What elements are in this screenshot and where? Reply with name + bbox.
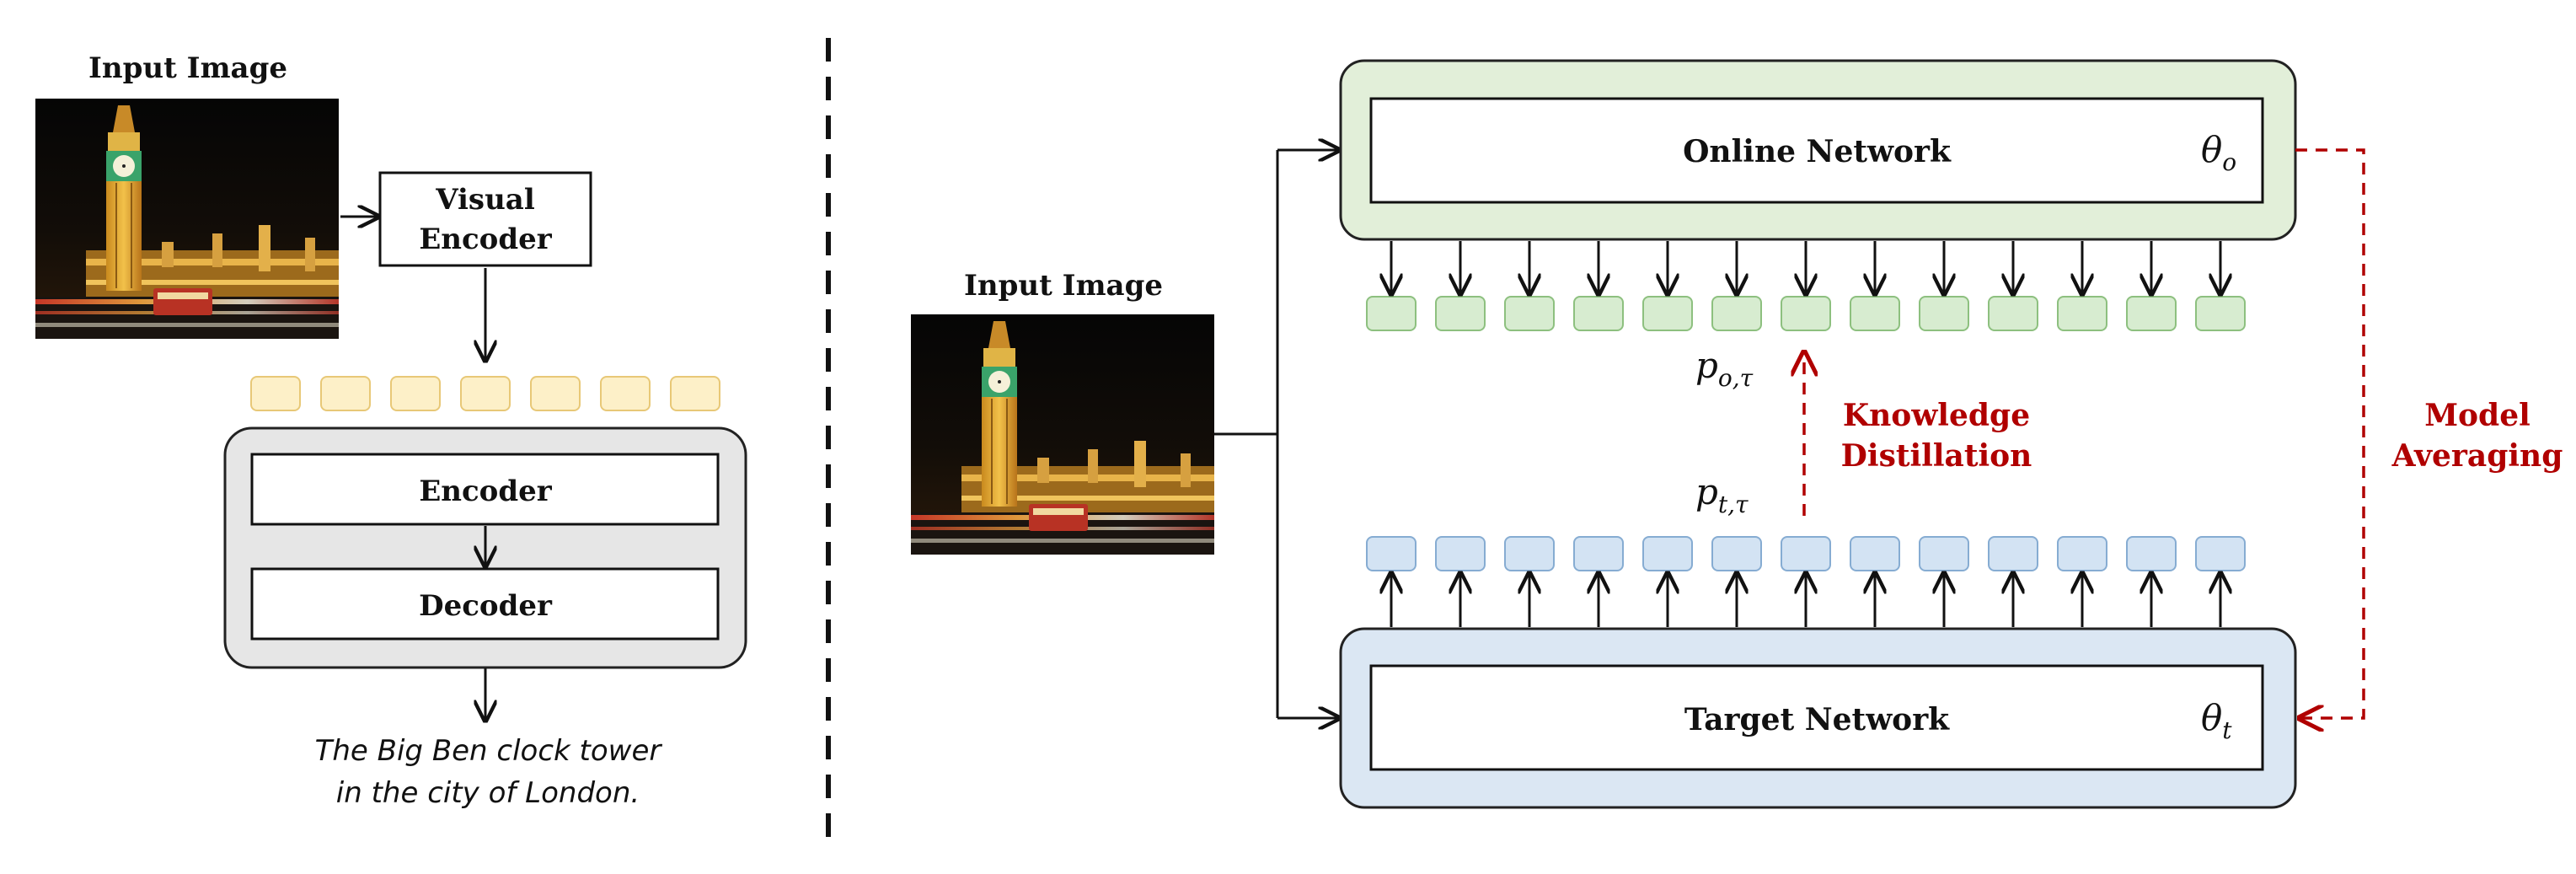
right-input-title: Input Image <box>964 269 1163 303</box>
online-param-sub: o <box>2222 148 2236 176</box>
target-output-token <box>1919 536 1969 571</box>
distillation-label-line2: Distillation <box>1841 438 2032 474</box>
target-output-label: pt,τ <box>1695 471 1749 518</box>
target-output-token <box>1573 536 1624 571</box>
target-output-token <box>2126 536 2177 571</box>
target-output-token <box>1366 536 1417 571</box>
visual-token <box>460 376 511 411</box>
model-averaging-arrow <box>2295 148 2365 718</box>
online-output-token <box>1919 296 1969 331</box>
online-output-token <box>2195 296 2246 331</box>
online-output-token <box>2057 296 2107 331</box>
target-output-arrows <box>1391 573 2220 627</box>
encoder-label: Encoder <box>419 475 552 508</box>
online-output-sub: o,τ <box>1718 364 1754 392</box>
online-output-token <box>1504 296 1555 331</box>
target-param-sub: t <box>2222 716 2232 744</box>
visual-token <box>320 376 371 411</box>
target-output-sub: t,τ <box>1718 491 1749 518</box>
online-output-token <box>1573 296 1624 331</box>
visual-token <box>530 376 581 411</box>
online-network-box <box>1369 97 2264 204</box>
target-output-token <box>1988 536 2038 571</box>
visual-encoder-label-line1: Visual <box>435 183 535 217</box>
target-output-token <box>1850 536 1900 571</box>
input-branch-connector <box>1214 150 1339 718</box>
visual-token <box>250 376 301 411</box>
online-output-arrows <box>1391 241 2220 294</box>
online-output-token <box>1850 296 1900 331</box>
decoder-box <box>250 567 720 641</box>
online-output-token <box>1781 296 1831 331</box>
encoder-decoder-container: Encoder Decoder <box>223 426 747 669</box>
target-output-token <box>2057 536 2107 571</box>
online-output-token <box>1435 296 1486 331</box>
online-network-label: Online Network <box>1683 134 1952 169</box>
encoder-box <box>250 453 720 526</box>
right-input-image <box>910 314 1215 555</box>
caption-line2: in the city of London. <box>336 776 640 810</box>
target-output-token-row <box>1366 536 2246 571</box>
target-output-token <box>1642 536 1693 571</box>
caption-line1: The Big Ben clock tower <box>315 734 663 768</box>
visual-token <box>390 376 441 411</box>
online-network-block: Online Network θo <box>1339 59 2297 241</box>
online-param: θo <box>2201 129 2236 176</box>
target-output-token <box>1711 536 1762 571</box>
visual-encoder-label-line2: Encoder <box>419 223 552 256</box>
target-output-token <box>1504 536 1555 571</box>
online-output-token <box>1366 296 1417 331</box>
online-output-token <box>1642 296 1693 331</box>
averaging-label-line2: Averaging <box>2391 438 2563 474</box>
target-output-token <box>2195 536 2246 571</box>
target-network-box <box>1369 664 2264 771</box>
visual-token-row <box>250 376 720 411</box>
online-output-token-row <box>1366 296 2246 331</box>
target-network-block: Target Network θt <box>1339 627 2297 809</box>
target-param: θt <box>2201 697 2232 744</box>
online-output-label: po,τ <box>1695 345 1754 392</box>
target-network-label: Target Network <box>1684 702 1950 737</box>
left-input-title: Input Image <box>88 51 287 85</box>
decoder-label: Decoder <box>419 589 553 623</box>
online-output-token <box>2126 296 2177 331</box>
averaging-label-line1: Model <box>2424 398 2530 433</box>
visual-token <box>670 376 720 411</box>
visual-token <box>600 376 651 411</box>
target-output-token <box>1781 536 1831 571</box>
left-input-image <box>35 98 340 340</box>
target-output-token <box>1435 536 1486 571</box>
online-output-token <box>1711 296 1762 331</box>
distillation-label-line1: Knowledge <box>1843 398 2030 433</box>
visual-encoder-box: Visual Encoder <box>378 171 592 267</box>
online-output-token <box>1988 296 2038 331</box>
